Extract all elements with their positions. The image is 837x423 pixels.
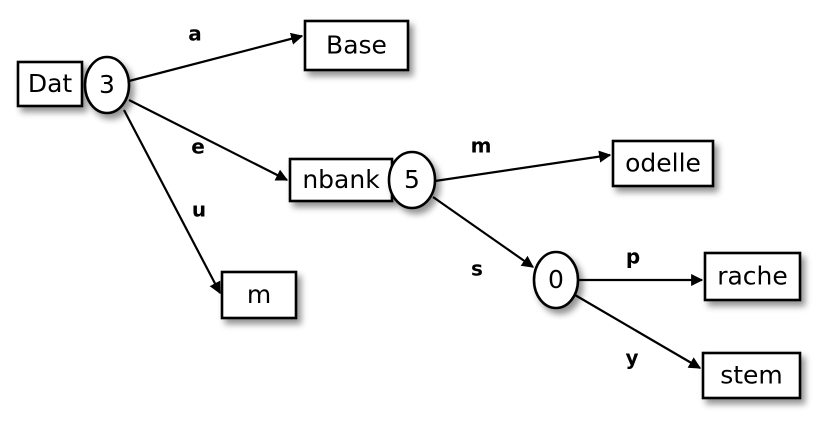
node-rache-label: rache <box>717 262 788 291</box>
edge-label-m: m <box>471 134 492 158</box>
node-zero-label: 0 <box>548 265 564 294</box>
node-three[interactable]: 3 <box>83 55 131 115</box>
edge-y <box>574 294 702 369</box>
edge-m <box>434 150 612 183</box>
node-m-label: m <box>247 280 271 309</box>
node-stem[interactable]: stem <box>701 351 802 400</box>
node-base-label: Base <box>326 31 387 60</box>
node-zero[interactable]: 0 <box>532 250 580 310</box>
edge-label-y: y <box>625 346 638 370</box>
node-dat[interactable]: Dat <box>16 60 84 108</box>
node-nbank[interactable]: nbank <box>288 157 394 203</box>
node-odelle[interactable]: odelle <box>611 139 715 188</box>
node-nbank-label: nbank <box>302 165 380 194</box>
node-stem-label: stem <box>720 361 783 390</box>
edge-labels-layer: a e u m s p y <box>188 22 640 370</box>
edge-label-u: u <box>192 198 206 222</box>
node-three-label: 3 <box>99 70 115 99</box>
node-odelle-label: odelle <box>625 149 701 178</box>
node-m[interactable]: m <box>220 270 298 320</box>
nodes-layer: Dat Base nbank odelle m <box>16 19 802 400</box>
edge-label-a: a <box>188 22 202 46</box>
node-five-label: 5 <box>404 165 420 194</box>
edge-u <box>123 109 221 295</box>
node-dat-label: Dat <box>28 69 73 98</box>
node-rache[interactable]: rache <box>703 251 802 302</box>
edge-e <box>128 99 289 181</box>
edge-label-p: p <box>626 245 640 269</box>
edge-a <box>128 32 304 83</box>
edge-label-e: e <box>191 135 205 159</box>
edges-layer <box>123 32 704 369</box>
edge-s <box>432 196 534 268</box>
node-five[interactable]: 5 <box>387 150 437 210</box>
node-base[interactable]: Base <box>303 19 410 72</box>
edge-label-s: s <box>471 257 483 281</box>
